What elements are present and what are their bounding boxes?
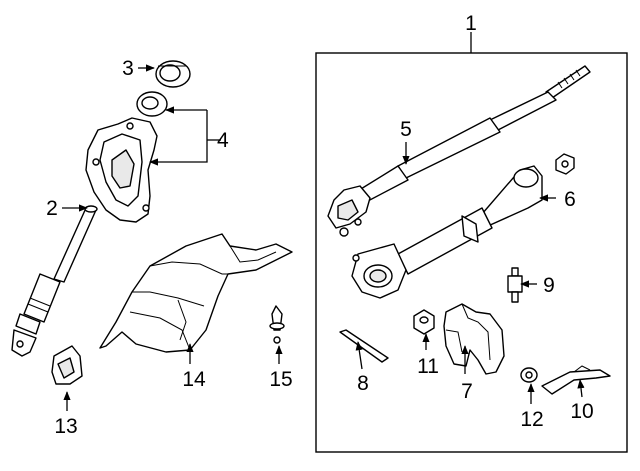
callout-6: 6: [564, 188, 576, 211]
callout-10: 10: [570, 400, 593, 423]
callout-2: 2: [46, 197, 58, 220]
leader-lines: [62, 64, 585, 411]
callout-11: 11: [417, 355, 439, 378]
callout-3: 3: [122, 57, 134, 80]
callout-4: 4: [217, 129, 229, 152]
callout-12: 12: [520, 408, 543, 431]
jacket-nut-part[interactable]: [555, 153, 575, 175]
callout-7: 7: [461, 380, 473, 403]
callout-5: 5: [400, 118, 412, 141]
column-shroud-part[interactable]: [99, 233, 293, 353]
callout-8: 8: [357, 372, 369, 395]
callout-15: 15: [269, 368, 292, 391]
column-housing-part[interactable]: [85, 117, 158, 223]
push-pin-part[interactable]: [269, 305, 285, 344]
bracket-part[interactable]: [443, 303, 505, 375]
stud-part[interactable]: [507, 267, 523, 303]
bearing-ring-part[interactable]: [155, 60, 191, 88]
intermediate-shaft-part[interactable]: [11, 205, 98, 357]
callout-1: 1: [465, 12, 477, 35]
upper-steering-shaft-part[interactable]: [327, 65, 591, 237]
lever-part[interactable]: [541, 365, 611, 395]
column-jacket-part[interactable]: [351, 165, 543, 299]
callout-14: 14: [182, 368, 206, 391]
shim-strip-part[interactable]: [339, 329, 389, 363]
clip-part[interactable]: [51, 345, 83, 385]
callout-13: 13: [54, 415, 77, 438]
washer-part[interactable]: [520, 367, 538, 383]
nut-part[interactable]: [413, 309, 435, 335]
seal-ring-part[interactable]: [136, 91, 168, 117]
callout-9: 9: [543, 274, 555, 297]
